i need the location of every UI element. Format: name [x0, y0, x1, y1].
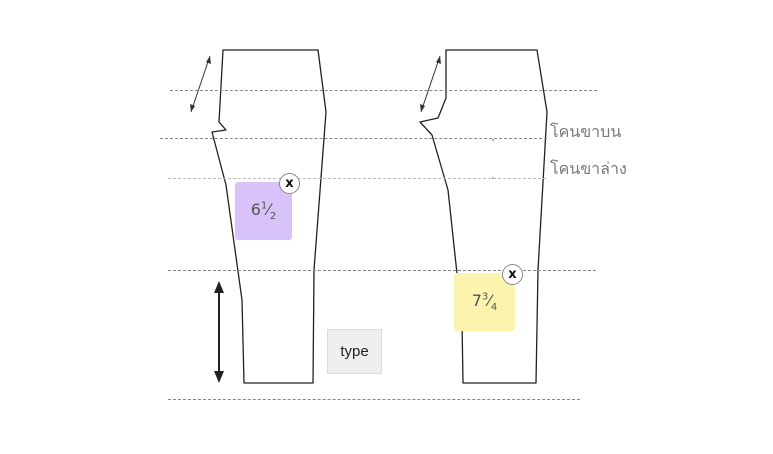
- sticker-1-value: 61⁄2: [250, 199, 277, 223]
- guide-line-knee: [168, 270, 596, 271]
- upper-thigh-label: โคนขาบน: [550, 122, 622, 141]
- guide-line-lower-thigh: [168, 178, 546, 179]
- inseam-arrow: [214, 281, 224, 383]
- type-button[interactable]: type: [327, 329, 382, 374]
- guide-line-upper-thigh: [160, 138, 547, 139]
- lower-thigh-label: โคนขาล่าง: [550, 159, 627, 178]
- close-sticker-2-button[interactable]: x: [502, 264, 523, 285]
- left-pant-outline: [211, 49, 327, 384]
- guide-line-hem: [168, 399, 580, 400]
- right-pant-outline: [419, 49, 548, 384]
- left-waist-arrow: [190, 55, 211, 113]
- sticker-2-value: 73⁄4: [471, 290, 498, 314]
- measurement-sticker-2[interactable]: 73⁄4: [454, 273, 515, 331]
- guide-line-waist: [170, 90, 597, 91]
- close-sticker-1-button[interactable]: x: [279, 173, 300, 194]
- right-waist-arrow: [420, 55, 441, 113]
